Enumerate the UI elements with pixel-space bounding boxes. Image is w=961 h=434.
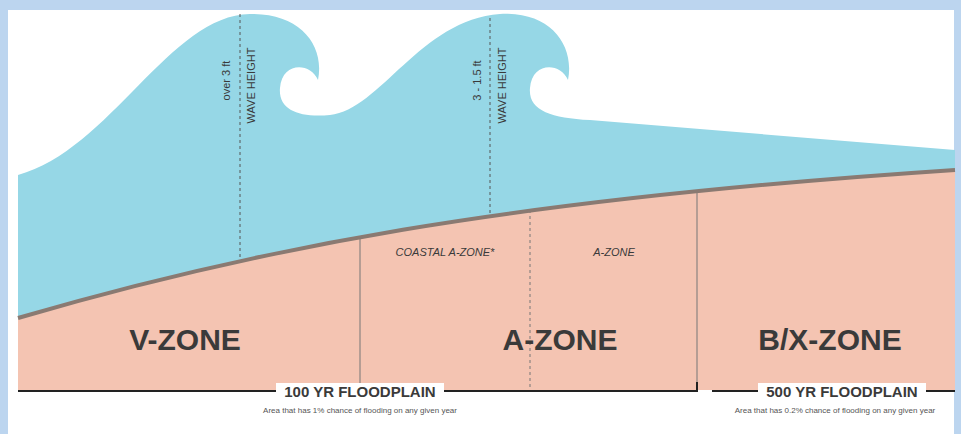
wave-height-value: 3 - 1.5 ft [471,60,482,100]
wave-height-value: over 3 ft [222,60,233,100]
zone-dividers [360,150,697,390]
floodplain-note: Area that has 0.2% chance of flooding on… [735,407,936,415]
floodplain-label: 100 YR FLOODPLAIN [276,383,443,400]
zone-name: B/X-ZONE [758,325,901,355]
wave-height-label: WAVE HEIGHT [498,47,509,123]
ground-line [18,170,955,318]
floodplain-note: Area that has 1% chance of flooding on a… [263,407,457,415]
zone-name: A-ZONE [503,325,618,355]
floodplain-label: 500 YR FLOODPLAIN [758,383,925,400]
wave-height-label: WAVE HEIGHT [247,47,258,123]
zone-name: V-ZONE [129,325,241,355]
zone-sublabel: COASTAL A-ZONE* [396,247,495,258]
land [18,170,955,390]
floodplain-tick [696,382,698,392]
frame-inner [8,10,954,434]
zone-sublabel: A-ZONE [593,247,635,258]
